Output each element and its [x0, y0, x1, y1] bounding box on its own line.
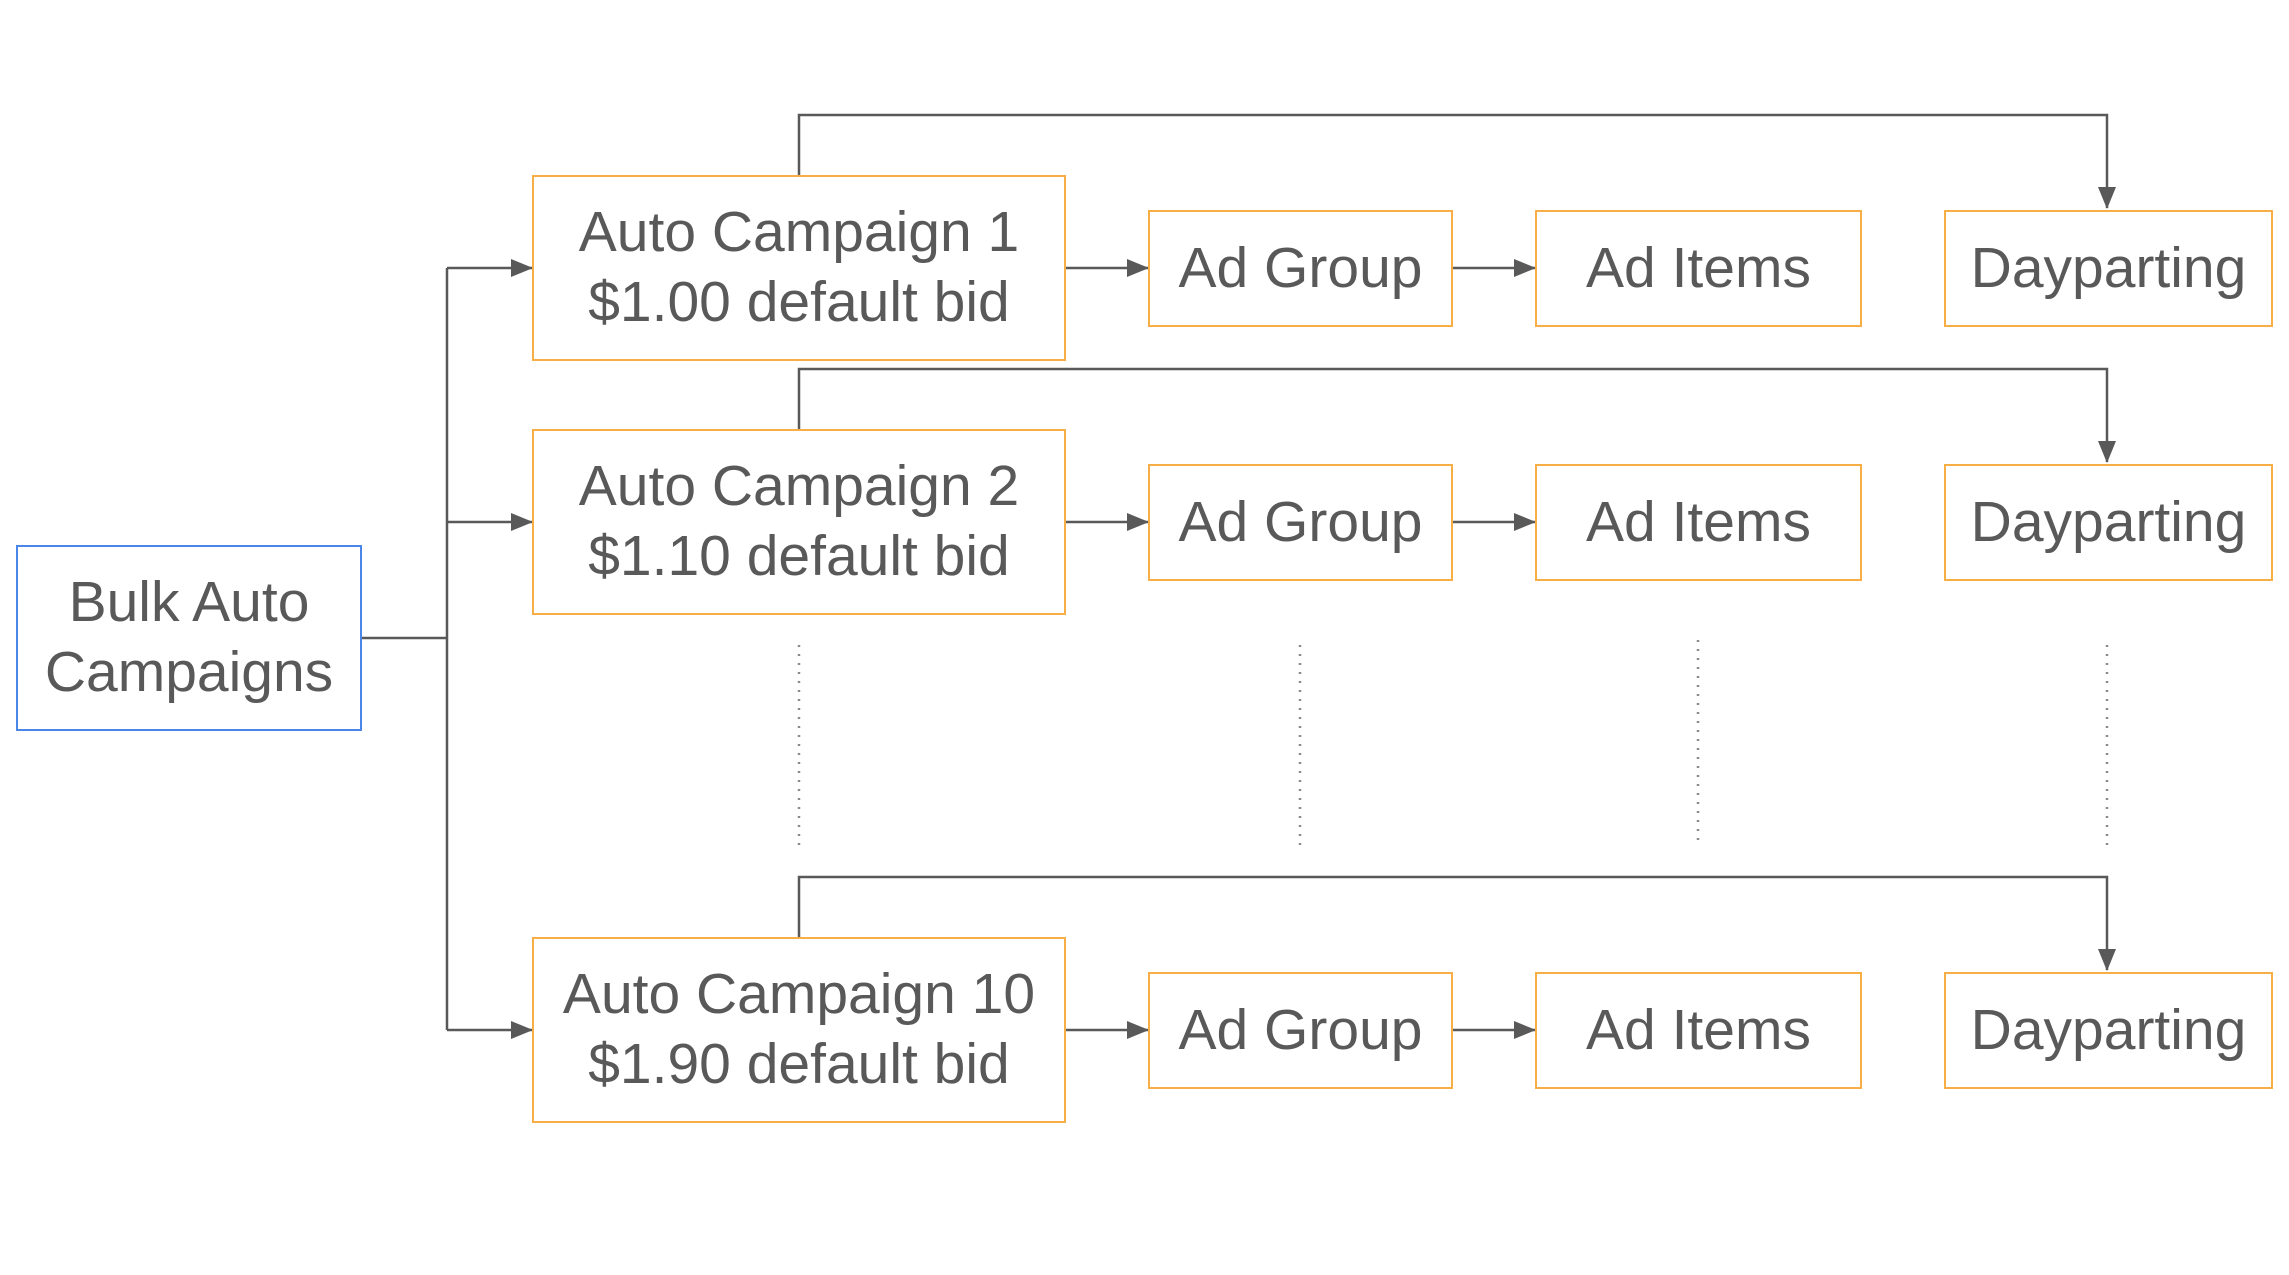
ad-group-label: Ad Group — [1178, 997, 1423, 1062]
campaign-bid: $1.90 default bid — [588, 1032, 1010, 1096]
ad-items-box-1: Ad Items — [1535, 210, 1862, 327]
dayparting-box-3: Dayparting — [1944, 972, 2273, 1089]
ad-group-box-3: Ad Group — [1148, 972, 1453, 1089]
dayparting-box-1: Dayparting — [1944, 210, 2273, 327]
campaign-name: Auto Campaign 10 — [562, 962, 1036, 1027]
campaign-box-3: Auto Campaign 10 $1.90 default bid — [532, 937, 1066, 1123]
ad-items-box-3: Ad Items — [1535, 972, 1862, 1089]
dayparting-link-3 — [797, 875, 2116, 971]
ad-items-box-2: Ad Items — [1535, 464, 1862, 581]
root-label-line2: Campaigns — [44, 640, 334, 704]
dayparting-label: Dayparting — [1970, 235, 2247, 300]
ad-group-box-2: Ad Group — [1148, 464, 1453, 581]
campaign-box-1: Auto Campaign 1 $1.00 default bid — [532, 175, 1066, 361]
campaign-name: Auto Campaign 1 — [578, 200, 1020, 265]
campaign-box-2: Auto Campaign 2 $1.10 default bid — [532, 429, 1066, 615]
dayparting-box-2: Dayparting — [1944, 464, 2273, 581]
ad-group-box-1: Ad Group — [1148, 210, 1453, 327]
campaign-name: Auto Campaign 2 — [578, 454, 1020, 519]
dayparting-label: Dayparting — [1970, 489, 2247, 554]
dayparting-label: Dayparting — [1970, 997, 2247, 1062]
campaign-bid: $1.10 default bid — [588, 524, 1010, 588]
campaign-bid: $1.00 default bid — [588, 270, 1010, 334]
ad-items-label: Ad Items — [1586, 235, 1811, 300]
ad-group-label: Ad Group — [1178, 235, 1423, 300]
dayparting-link-2 — [797, 367, 2116, 463]
dayparting-link-1 — [797, 113, 2116, 209]
root-label-line1: Bulk Auto — [68, 570, 310, 635]
ad-group-label: Ad Group — [1178, 489, 1423, 554]
bulk-auto-campaigns-box: Bulk Auto Campaigns — [16, 545, 362, 731]
ad-items-label: Ad Items — [1586, 489, 1811, 554]
ad-items-label: Ad Items — [1586, 997, 1811, 1062]
